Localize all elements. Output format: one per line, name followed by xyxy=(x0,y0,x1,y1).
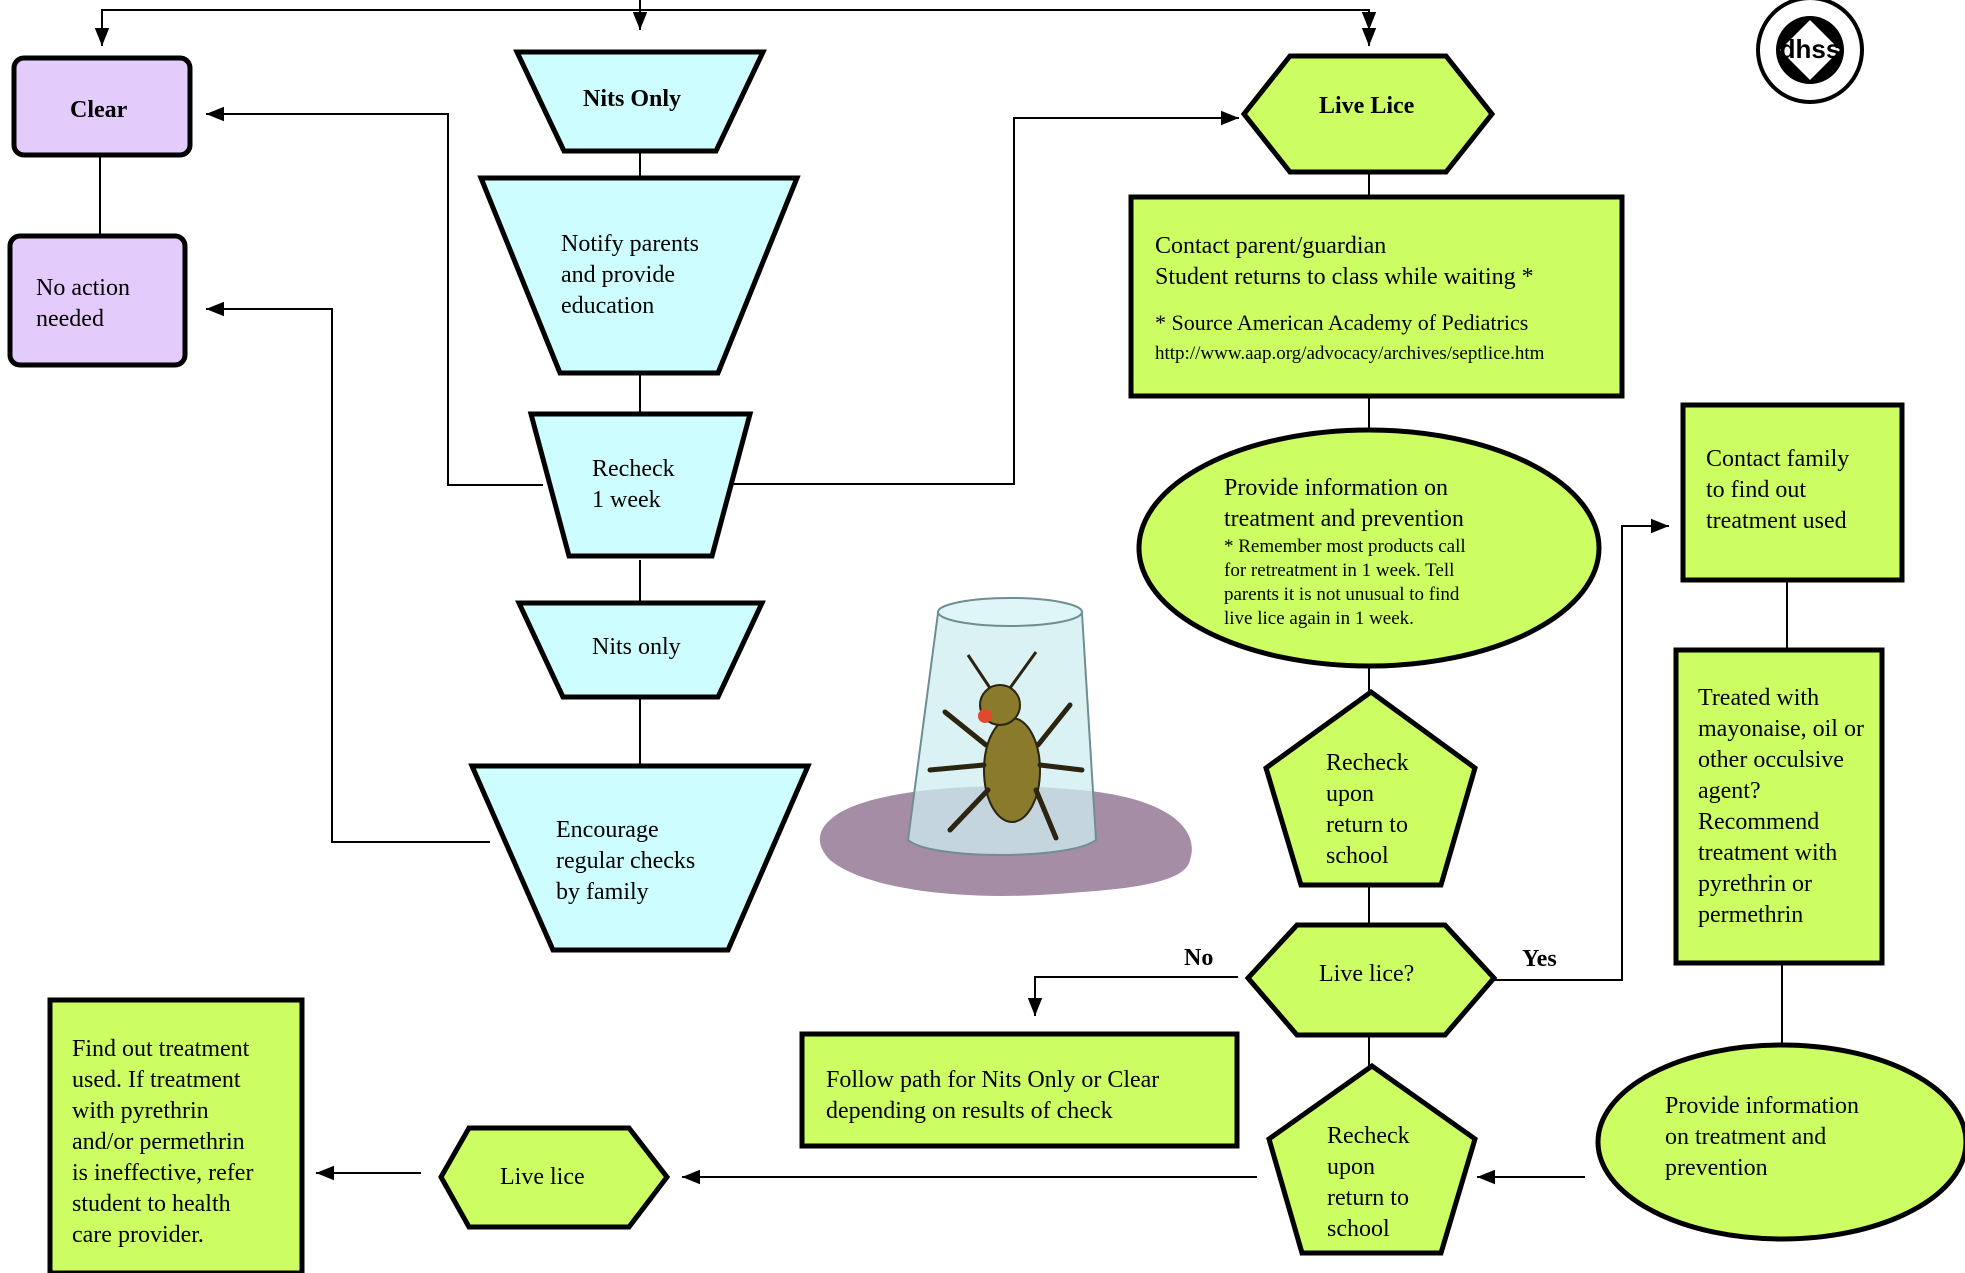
recheck-return-1-shape xyxy=(1263,688,1478,888)
logo-diamond xyxy=(1780,20,1840,80)
follow-path-box xyxy=(799,1031,1240,1149)
encourage-shape xyxy=(468,763,812,953)
no-action-label: No action needed xyxy=(36,275,130,332)
provide-info-note: * Remember most products call for retrea… xyxy=(1224,536,1466,629)
nits-only-top-label: Nits Only xyxy=(583,86,682,112)
provide-info-2-label: Provide information on treatment and pre… xyxy=(1665,1093,1859,1181)
no-branch xyxy=(1027,976,1238,1016)
contact-parent-label: Contact parent/guardian Student returns … xyxy=(1155,233,1534,290)
lice-in-jar-illustration xyxy=(819,597,1192,896)
contact-parent-box xyxy=(1128,194,1625,399)
clear-label: Clear xyxy=(70,97,128,123)
nits-mid-shape xyxy=(515,600,766,700)
live-lice-decision-shape xyxy=(1244,922,1498,1038)
recheck-to-clear xyxy=(206,106,543,486)
recheck-return-1-label: Recheck upon return to school xyxy=(1326,750,1409,869)
bug-body xyxy=(983,717,1041,823)
contact-source-label: * Source American Academy of Pediatrics xyxy=(1155,310,1529,335)
recheck-week-label: Recheck 1 week xyxy=(592,456,675,513)
provide-info-2-ellipse xyxy=(1595,1042,1965,1242)
live-lice-bottom-label: Live lice xyxy=(500,1164,585,1190)
dhss-logo: dhss xyxy=(1756,0,1864,104)
treated-with-label: Treated with mayonaise, oil or other occ… xyxy=(1698,685,1864,928)
nits-only-shape xyxy=(513,49,767,154)
glass-rim xyxy=(937,597,1083,627)
treated-with-box xyxy=(1673,647,1885,966)
encourage-label: Encourage regular checks by family xyxy=(556,817,696,905)
recheck-return-2-label: Recheck upon return to school xyxy=(1327,1123,1410,1242)
nits-only-mid-label: Nits only xyxy=(592,634,681,660)
live-lice-top-shape xyxy=(1240,53,1496,175)
contact-family-box xyxy=(1680,402,1905,583)
notify-shape xyxy=(477,175,801,376)
live-lice-question-label: Live lice? xyxy=(1319,961,1415,987)
yes-branch-label: Yes xyxy=(1522,946,1557,972)
no-action-box xyxy=(7,233,188,368)
find-out-label: Find out treatment used. If treatment wi… xyxy=(72,1036,254,1248)
recheck-return-2-shape xyxy=(1266,1062,1478,1256)
recheck-week-shape xyxy=(527,411,754,559)
logo-text: dhss xyxy=(1780,34,1841,64)
provide-info-ellipse xyxy=(1136,427,1602,669)
bug-antennae xyxy=(966,651,1038,689)
no-branch-label: No xyxy=(1184,945,1214,971)
contact-family-label: Contact family to find out treatment use… xyxy=(1706,446,1850,534)
encourage-to-no-action xyxy=(206,301,490,843)
clear-box xyxy=(11,55,193,158)
live-lice-bottom-shape xyxy=(438,1125,671,1230)
follow-path-label: Follow path for Nits Only or Clear depen… xyxy=(826,1067,1160,1124)
top-branch-line xyxy=(101,9,1377,30)
bug-legs xyxy=(927,702,1085,841)
find-out-box xyxy=(47,997,305,1273)
yes-branch xyxy=(1493,518,1669,981)
notify-label: Notify parents and provide education xyxy=(561,231,699,319)
recheck-to-live-lice xyxy=(732,110,1239,485)
provide-info-label: Provide information on treatment and pre… xyxy=(1224,475,1464,532)
contact-url-label: http://www.aap.org/advocacy/archives/sep… xyxy=(1155,343,1545,364)
bug-nose xyxy=(978,709,992,723)
live-lice-top-label: Live Lice xyxy=(1319,93,1415,119)
